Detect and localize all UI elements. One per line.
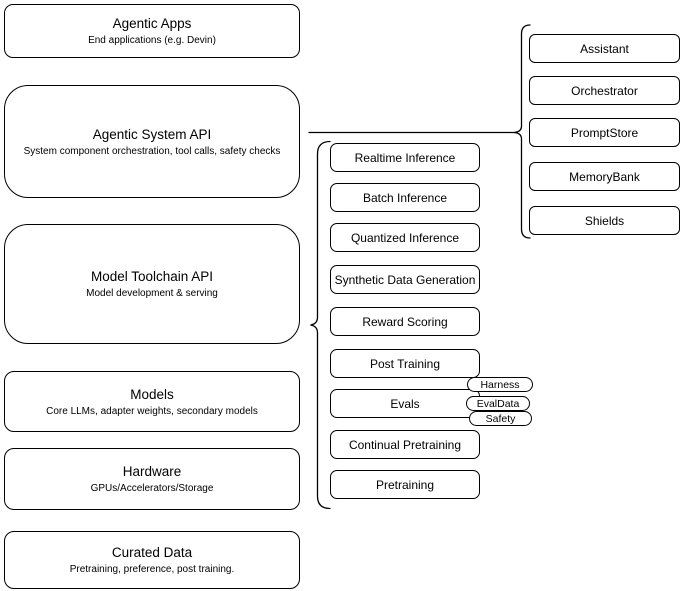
toolchain-item-evals: Evals [330,389,480,418]
box-subtitle: GPUs/Accelerators/Storage [90,483,214,494]
box-subtitle: System component orchestration, tool cal… [23,145,281,157]
system-item-orchestrator: Orchestrator [529,76,680,105]
toolchain-components-brace [310,140,331,510]
toolchain-item-realtime-inference: Realtime Inference [330,143,480,172]
eval-tag-evaldata: EvalData [466,396,530,411]
toolchain-item-batch-inference: Batch Inference [330,183,480,212]
box-subtitle: Model development & serving [86,288,218,299]
box-title: Model Toolchain API [90,269,214,284]
system-components-brace [513,24,531,239]
eval-tag-safety: Safety [469,411,532,426]
toolchain-item-reward-scoring: Reward Scoring [330,307,480,336]
system-item-promptstore: PromptStore [529,118,680,147]
box-models: Models Core LLMs, adapter weights, secon… [4,371,300,432]
system-item-shields: Shields [529,206,680,235]
box-title: Agentic Apps [112,16,192,31]
box-model-toolchain-api: Model Toolchain API Model development & … [4,224,300,344]
system-item-assistant: Assistant [529,34,680,63]
toolchain-item-pretraining: Pretraining [330,470,480,499]
box-agentic-system-api: Agentic System API System component orch… [4,85,300,198]
box-subtitle: End applications (e.g. Devin) [88,35,216,46]
box-subtitle: Pretraining, preference, post training. [69,564,235,575]
box-title: Agentic System API [92,126,212,142]
system-item-memorybank: MemoryBank [529,162,680,191]
box-title: Curated Data [111,545,193,560]
eval-tag-harness: Harness [467,377,533,392]
box-subtitle: Core LLMs, adapter weights, secondary mo… [46,405,258,417]
box-curated-data: Curated Data Pretraining, preference, po… [4,531,300,589]
box-title: Hardware [122,464,182,479]
toolchain-item-post-training: Post Training [330,349,480,378]
toolchain-item-synthetic-data-generation: Synthetic Data Generation [330,265,480,294]
box-agentic-apps: Agentic Apps End applications (e.g. Devi… [4,4,300,58]
box-title: Models [130,386,174,402]
toolchain-item-continual-pretraining: Continual Pretraining [330,430,480,459]
toolchain-item-quantized-inference: Quantized Inference [330,223,480,252]
box-hardware: Hardware GPUs/Accelerators/Storage [4,448,300,510]
